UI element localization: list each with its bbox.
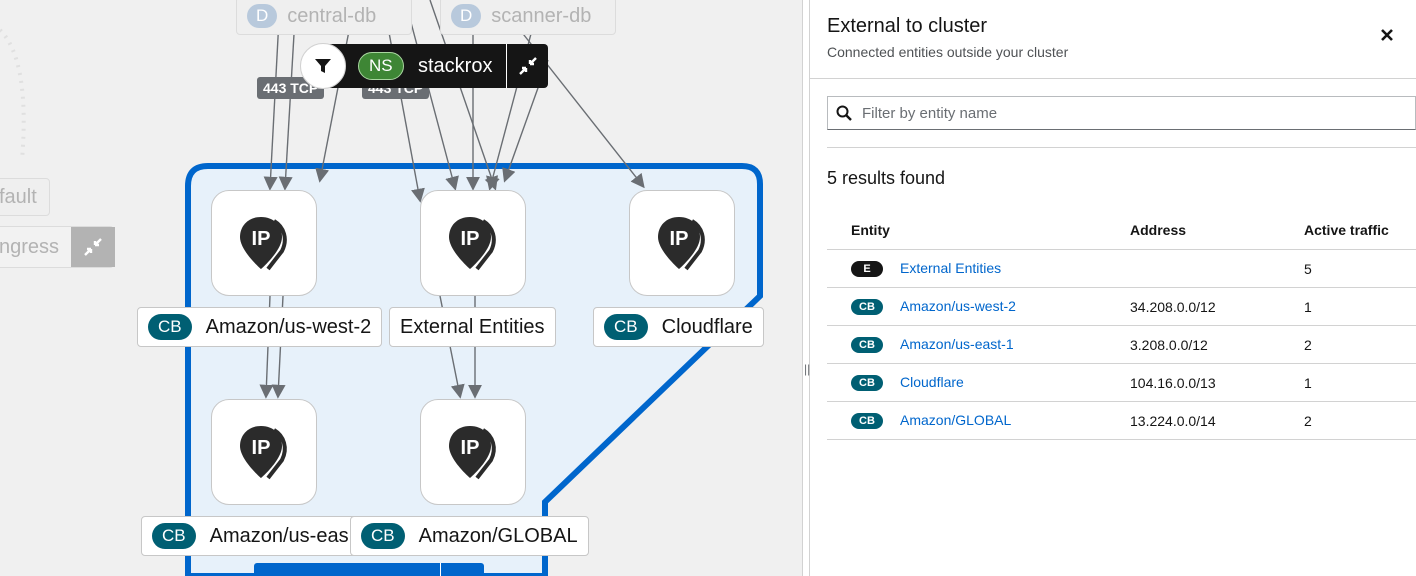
panel-resize-handle[interactable]: || [802,0,810,576]
table-row: E External Entities 5 [827,249,1416,288]
address-cell: 3.208.0.0/12 [1130,325,1304,364]
node-label-amazon-global[interactable]: CB Amazon/GLOBAL [350,516,589,556]
column-header-address[interactable]: Address [1130,211,1304,250]
traffic-cell: 1 [1304,363,1416,402]
traffic-cell: 1 [1304,287,1416,326]
traffic-cell: 2 [1304,401,1416,440]
node-amazon-global[interactable]: IP [420,399,526,505]
column-header-entity[interactable]: Entity [827,211,1130,250]
results-count: 5 results found [827,168,946,188]
table-row: CB Cloudflare 104.16.0.0/13 1 [827,363,1416,402]
namespace-header[interactable]: NS stackrox [326,44,548,88]
svg-text:IP: IP [461,437,480,459]
node-label-text: Amazon/us-west-2 [205,315,372,338]
background-node-central-db[interactable]: D central-db [236,0,412,35]
address-cell: 13.224.0.0/14 [1130,401,1304,440]
address-cell [1130,249,1304,288]
column-header-active-traffic[interactable]: Active traffic [1304,211,1416,250]
topology-graph[interactable]: D central-db D scanner-db fault ngress 4… [0,0,802,576]
entity-search[interactable] [827,96,1416,130]
group-label-divider [440,563,441,576]
deployment-badge: D [451,4,482,28]
table-row: CB Amazon/us-west-2 34.208.0.0/12 1 [827,287,1416,326]
cidr-block-badge: CB [361,523,405,549]
filter-icon[interactable] [300,43,346,89]
svg-text:IP: IP [252,437,271,459]
namespace-badge: NS [358,52,404,80]
namespace-name: stackrox [418,55,493,77]
ip-location-icon: IP [658,217,705,271]
deployment-badge: D [247,4,278,28]
ip-location-icon: IP [240,217,287,271]
node-label-text: Amazon/GLOBAL [418,524,578,547]
graph-canvas [0,0,763,576]
panel-header-divider [810,78,1416,79]
collapse-icon[interactable] [71,227,115,267]
table-header-row: Entity Address Active traffic [827,211,1416,250]
entity-link[interactable]: Amazon/us-east-1 [900,335,1014,352]
search-input[interactable] [860,103,1384,123]
node-label-text: Cloudflare [661,315,753,338]
grip-icon[interactable]: || [804,362,811,376]
entity-type-badge: E [851,261,883,278]
address-cell: 104.16.0.0/13 [1130,363,1304,402]
node-label-cloudflare[interactable]: CB Cloudflare [593,307,764,347]
panel-title: External to cluster [827,15,988,37]
cidr-block-badge: CB [604,314,648,340]
background-node-default[interactable]: fault [0,178,50,216]
node-label-amazon-us-east[interactable]: CB Amazon/us-eas [141,516,361,556]
toolbar-divider [827,147,1416,148]
entity-type-badge: CB [851,299,883,316]
table-row: CB Amazon/us-east-1 3.208.0.0/12 2 [827,325,1416,364]
entity-type-badge: CB [851,375,883,392]
traffic-cell: 5 [1304,249,1416,288]
node-label-text: External Entities [400,315,545,338]
traffic-cell: 2 [1304,325,1416,364]
background-node-ingress[interactable]: ngress [0,226,115,268]
close-icon[interactable] [1380,24,1394,46]
node-cloudflare[interactable]: IP [629,190,735,296]
svg-text:IP: IP [461,228,480,250]
entity-link[interactable]: Amazon/us-west-2 [900,297,1016,314]
ip-location-icon: IP [449,426,496,480]
table-row: CB Amazon/GLOBAL 13.224.0.0/14 2 [827,401,1416,440]
node-label: fault [0,185,37,208]
entity-type-badge: CB [851,337,883,354]
node-label: central-db [287,4,377,27]
side-panel: External to cluster Connected entities o… [810,0,1416,576]
entity-type-badge: CB [851,413,883,430]
ip-location-icon: IP [240,426,287,480]
cidr-block-badge: CB [152,523,196,549]
entity-link[interactable]: Amazon/GLOBAL [900,411,1012,428]
address-cell: 34.208.0.0/12 [1130,287,1304,326]
entities-table: Entity Address Active traffic E External … [827,211,1416,440]
search-icon [836,105,852,121]
node-label: ngress [0,235,60,258]
collapse-icon[interactable] [506,44,549,88]
panel-subtitle: Connected entities outside your cluster [827,44,1069,60]
background-node-scanner-db[interactable]: D scanner-db [440,0,616,35]
group-label-bar[interactable] [254,563,484,576]
external-group-hull [185,163,763,576]
svg-text:IP: IP [670,228,689,250]
node-label-text: Amazon/us-eas [209,524,349,547]
node-label-amazon-us-west-2[interactable]: CB Amazon/us-west-2 [137,307,383,347]
node-external-entities[interactable]: IP [420,190,526,296]
cidr-block-badge: CB [148,314,192,340]
entity-link[interactable]: External Entities [900,259,1002,276]
node-label-external-entities[interactable]: External Entities [389,307,556,347]
ip-location-icon: IP [449,217,496,271]
node-amazon-us-east-1[interactable]: IP [211,399,317,505]
node-amazon-us-west-2[interactable]: IP [211,190,317,296]
node-label: scanner-db [491,4,592,27]
svg-text:IP: IP [252,228,271,250]
entity-link[interactable]: Cloudflare [900,373,964,390]
